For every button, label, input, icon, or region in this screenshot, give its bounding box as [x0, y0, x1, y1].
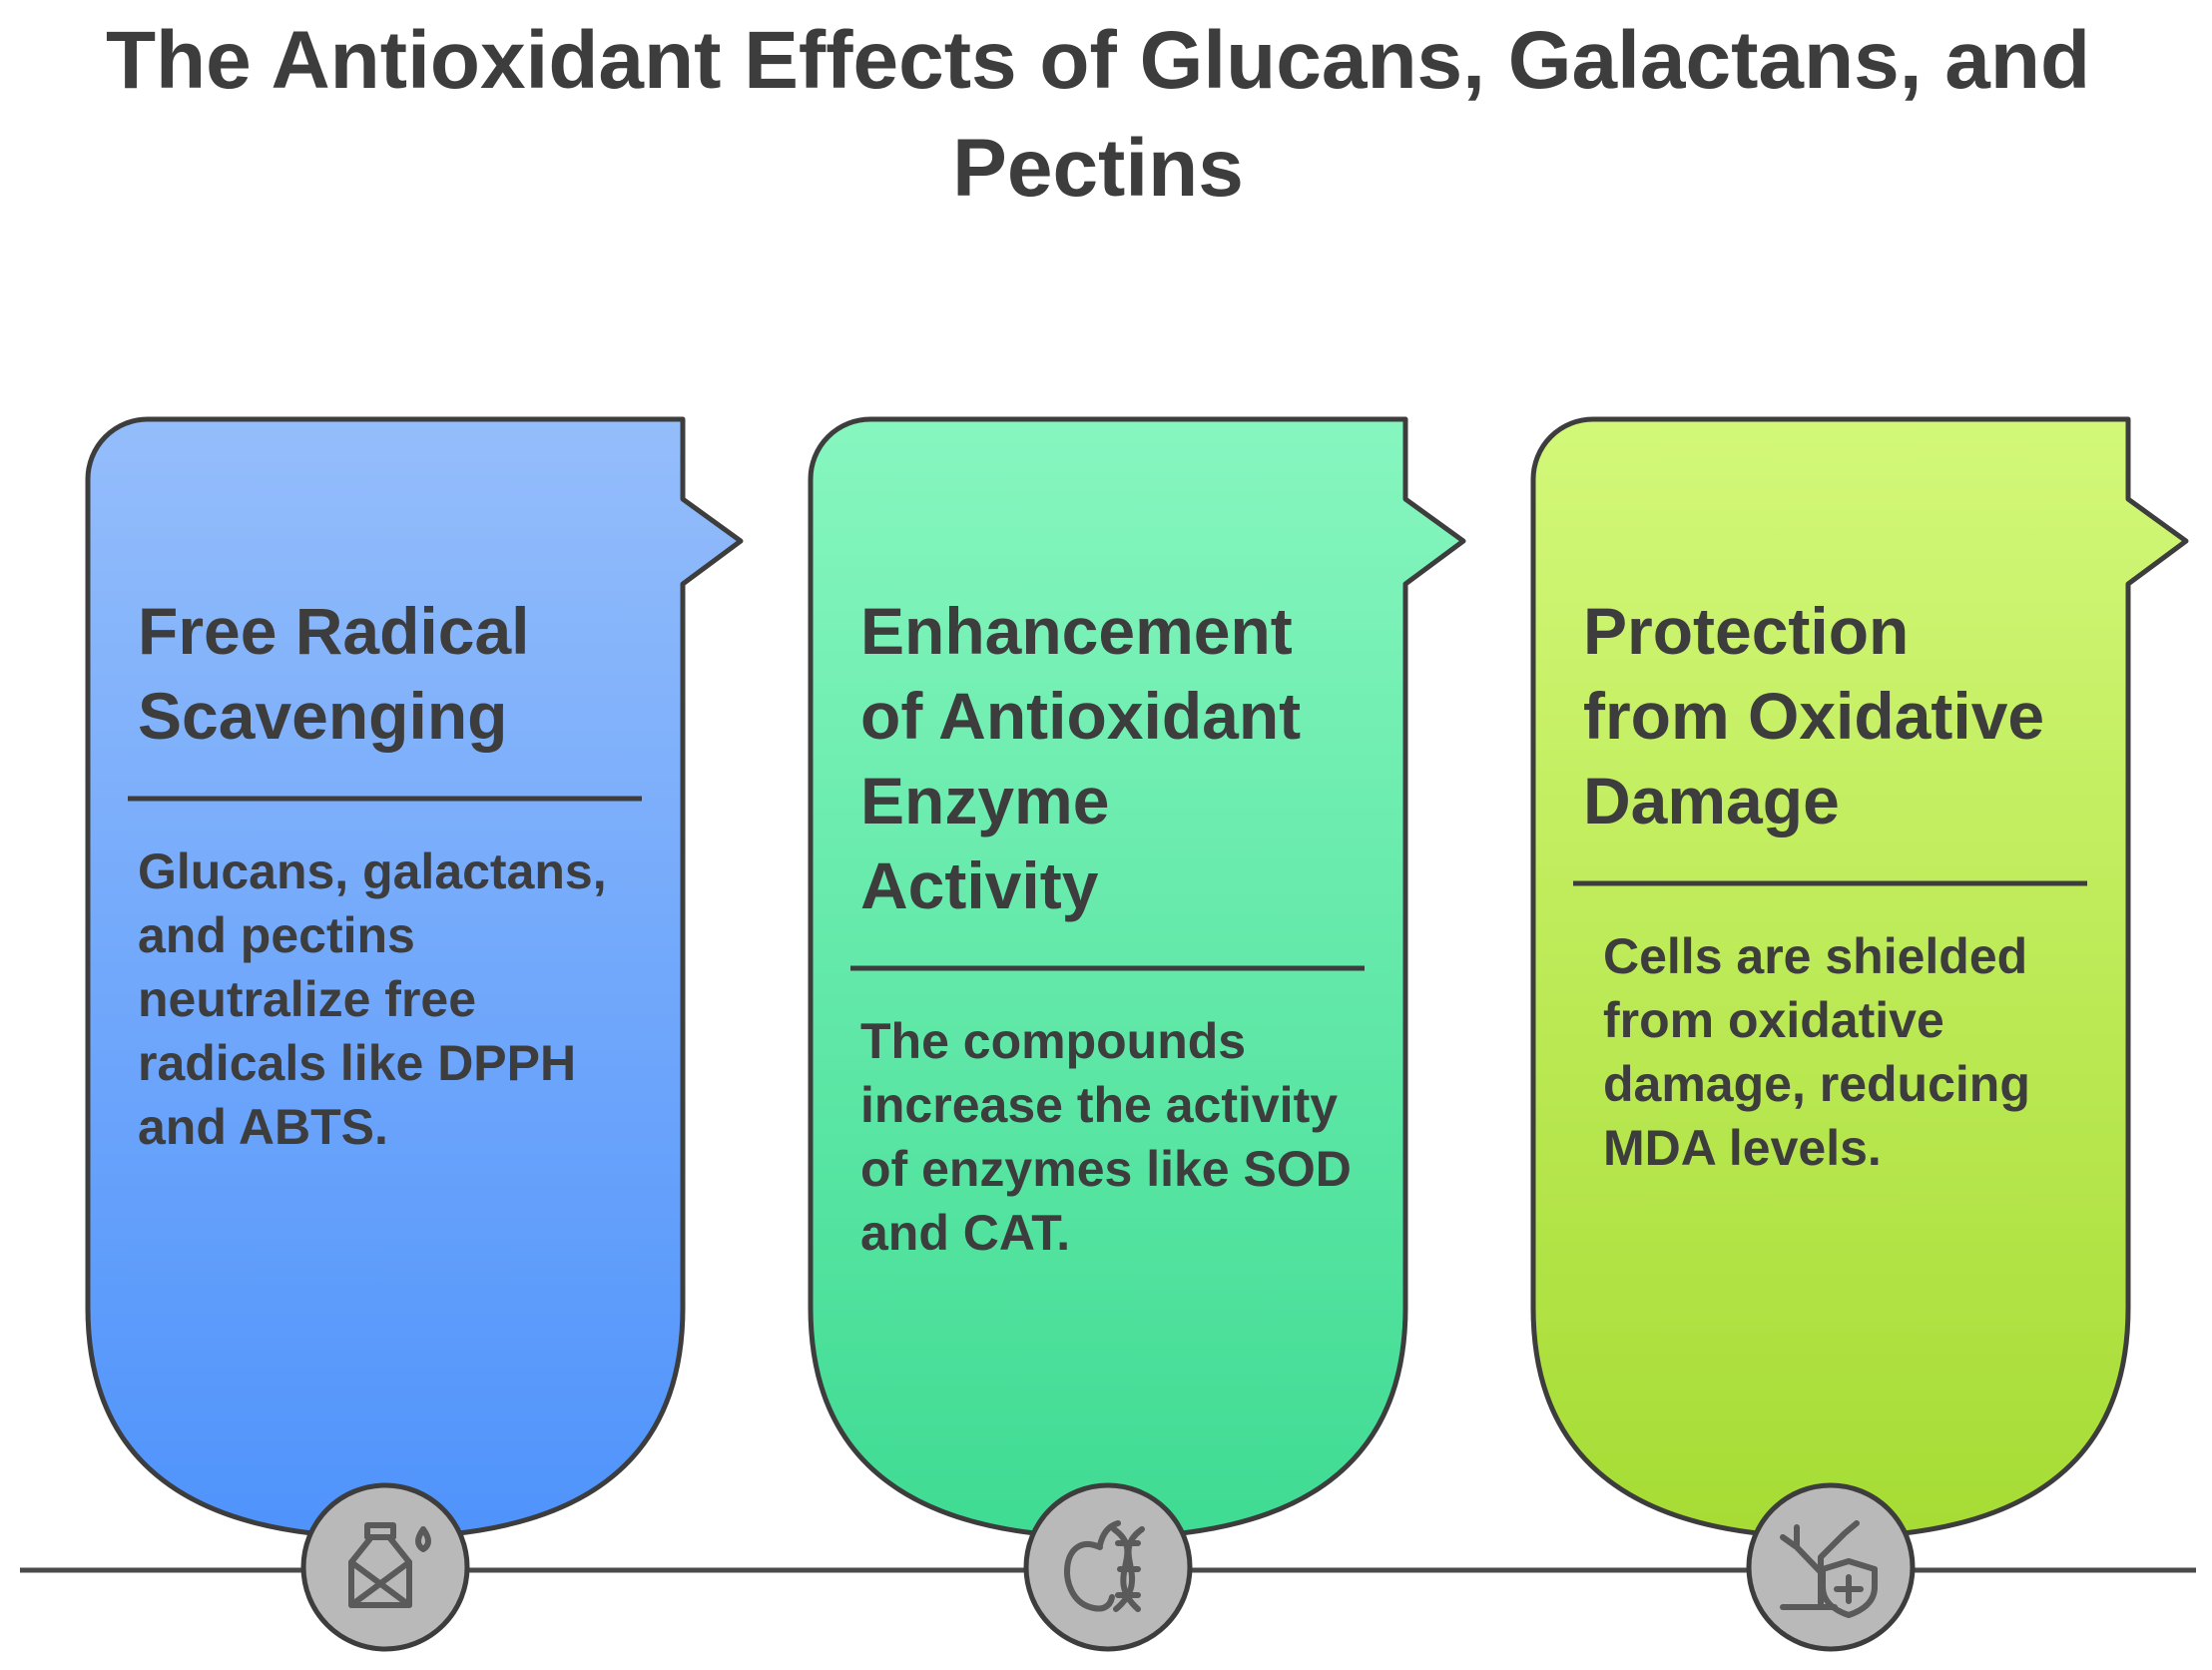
card-description-line: from oxidative	[1603, 992, 1944, 1048]
tree-shield-icon	[1746, 1482, 1916, 1652]
card-shape	[1530, 416, 2189, 1540]
card-description-line: MDA levels.	[1603, 1120, 1882, 1176]
card-description-line: damage, reducing	[1603, 1056, 2030, 1112]
card-title-line: Activity	[860, 848, 1099, 922]
card-description-line: radicals like DPPH	[138, 1035, 576, 1091]
card-description-line: and pectins	[138, 907, 415, 963]
card-title-line: Enzyme	[860, 764, 1109, 837]
bottle-drop-icon	[300, 1482, 470, 1652]
card-title-line: of Antioxidant	[860, 679, 1301, 753]
apple-dna-icon	[1023, 1482, 1193, 1652]
card-2: Enhancement of AntioxidantEnzymeActivityT…	[808, 416, 1466, 1652]
card-description-line: of enzymes like SOD	[860, 1141, 1352, 1197]
card-title-line: Protection	[1583, 594, 1909, 668]
card-description-line: neutralize free	[138, 971, 476, 1027]
card-title-line: from Oxidative	[1583, 679, 2044, 753]
card-title-line: Scavenging	[138, 679, 507, 753]
diagram-title-line-2: Pectins	[952, 123, 1244, 214]
card-description-line: and ABTS.	[138, 1099, 388, 1155]
card-description-line: The compounds	[860, 1013, 1246, 1069]
card-description-line: Glucans, galactans,	[138, 843, 607, 899]
icon-circle	[300, 1482, 470, 1652]
card-description-line: increase the activity	[860, 1077, 1338, 1133]
card-shape	[808, 416, 1466, 1540]
card-title-line: Damage	[1583, 764, 1840, 837]
icon-circle	[1023, 1482, 1193, 1652]
card-shape	[85, 416, 744, 1540]
card-description-line: and CAT.	[860, 1205, 1070, 1261]
diagram-title-line-1: The Antioxidant Effects of Glucans, Gala…	[106, 15, 2090, 106]
card-title-line: Free Radical	[138, 594, 530, 668]
card-description-line: Cells are shielded	[1603, 928, 2027, 984]
card-title-line: Enhancement	[860, 594, 1293, 668]
